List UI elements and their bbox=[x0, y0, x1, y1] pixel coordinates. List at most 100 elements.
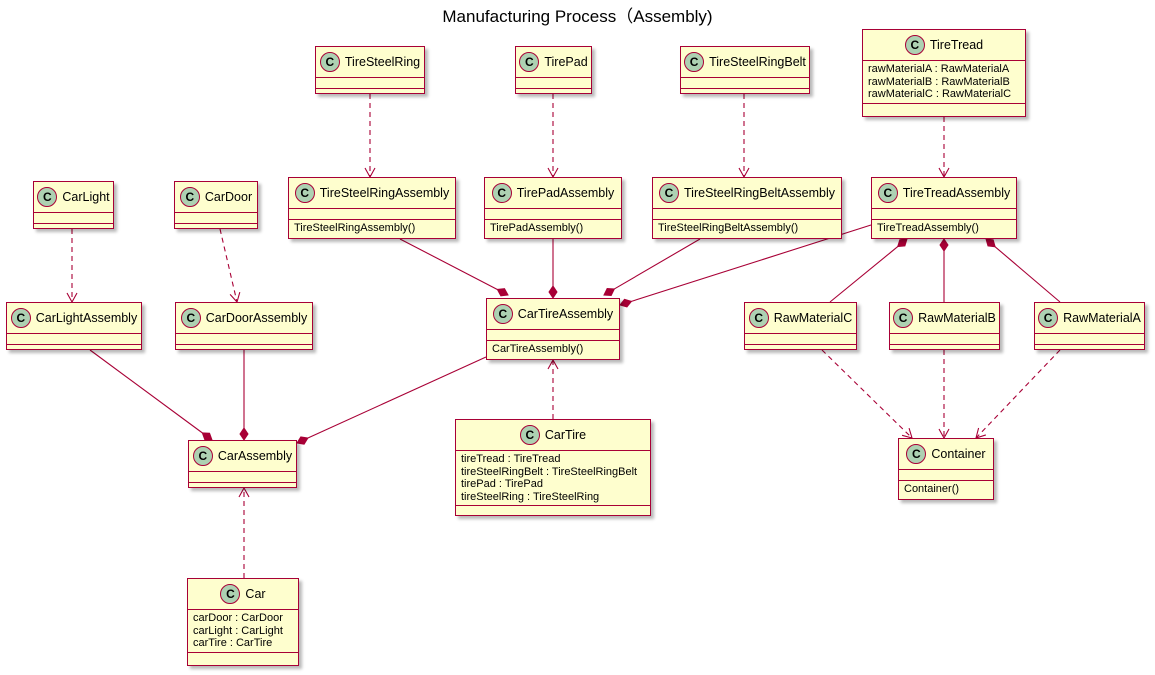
class-fields bbox=[485, 209, 621, 220]
diagram-title: Manufacturing Process（Assembly) bbox=[442, 7, 713, 26]
class-car-light: C CarLight bbox=[33, 181, 114, 229]
class-name: RawMaterialC bbox=[773, 311, 853, 325]
class-fields bbox=[175, 213, 257, 224]
class-header: C CarLightAssembly bbox=[7, 303, 141, 334]
class-methods: TireSteelRingBeltAssembly() bbox=[653, 220, 841, 237]
composition-diamond bbox=[201, 432, 213, 441]
class-methods: Container() bbox=[899, 481, 993, 498]
class-methods bbox=[516, 89, 591, 99]
field-line: rawMaterialC : RawMaterialC bbox=[868, 88, 1012, 100]
class-c-icon: C bbox=[294, 183, 315, 203]
raw-material-c-to-container-dependency bbox=[821, 349, 913, 439]
dependency-arrowhead bbox=[238, 486, 250, 498]
class-c-icon: C bbox=[1038, 308, 1059, 328]
composition-diamond bbox=[897, 238, 908, 248]
car-light-to-car-light-assembly-dependency bbox=[66, 229, 78, 304]
class-methods: TireSteelRingAssembly() bbox=[289, 220, 455, 237]
class-fields bbox=[899, 470, 993, 481]
class-c-icon: C bbox=[10, 308, 31, 328]
class-methods bbox=[188, 653, 298, 663]
class-fields bbox=[176, 334, 312, 345]
relation-line bbox=[975, 349, 1061, 439]
composition-diamond bbox=[985, 238, 996, 248]
field-line: carDoor : CarDoor bbox=[193, 612, 283, 624]
class-fields bbox=[316, 78, 424, 89]
class-methods bbox=[890, 345, 999, 355]
class-methods bbox=[1035, 345, 1144, 355]
class-c-icon: C bbox=[491, 183, 512, 203]
method-line: TireTreadAssembly() bbox=[877, 222, 979, 234]
tire-steel-ring-to-tire-steel-ring-assembly-dependency bbox=[364, 94, 376, 179]
car-door-assembly-to-car-assembly-composition bbox=[239, 350, 249, 441]
raw-material-c-to-tire-tread-assembly-composition bbox=[829, 238, 908, 303]
class-fields bbox=[289, 209, 455, 220]
class-name: RawMaterialB bbox=[918, 311, 996, 325]
composition-diamond bbox=[603, 288, 616, 296]
class-fields bbox=[745, 334, 856, 345]
method-line: TireSteelRingAssembly() bbox=[294, 222, 416, 234]
composition-diamond bbox=[619, 298, 633, 308]
class-methods bbox=[176, 345, 312, 355]
class-c-icon: C bbox=[492, 304, 513, 324]
class-methods: TirePadAssembly() bbox=[485, 220, 621, 237]
raw-material-a-to-container-dependency bbox=[975, 349, 1061, 439]
field-line: tireSteelRingBelt : TireSteelRingBelt bbox=[461, 465, 638, 478]
tire-steel-ring-belt-to-tire-steel-ring-belt-assembly-dependency bbox=[738, 94, 750, 179]
composition-diamond bbox=[548, 285, 558, 299]
relation-line bbox=[219, 228, 238, 303]
method-line: CarTireAssembly() bbox=[492, 343, 584, 355]
method-line: TirePadAssembly() bbox=[490, 222, 584, 234]
class-methods bbox=[175, 224, 257, 234]
raw-material-a-to-tire-tread-assembly-composition bbox=[985, 238, 1061, 303]
class-name: CarLight bbox=[62, 190, 110, 204]
class-c-icon: C bbox=[684, 52, 705, 72]
car-light-assembly-to-car-assembly-composition bbox=[89, 349, 213, 441]
class-c-icon: C bbox=[659, 183, 679, 203]
class-name: TireSteelRing bbox=[344, 55, 421, 69]
method-line: Container() bbox=[904, 483, 960, 495]
class-c-icon: C bbox=[877, 183, 898, 203]
method-line: TireSteelRingBeltAssembly() bbox=[658, 222, 799, 234]
relation-line bbox=[829, 246, 899, 303]
class-methods bbox=[316, 89, 424, 99]
class-fields bbox=[872, 209, 1016, 220]
class-c-icon: C bbox=[220, 584, 241, 604]
car-to-car-assembly-dependency bbox=[238, 486, 250, 578]
class-name: TirePad bbox=[544, 55, 588, 69]
class-name: CarLightAssembly bbox=[35, 311, 138, 325]
car-door-to-car-door-assembly-dependency bbox=[219, 228, 241, 304]
class-methods: TireTreadAssembly() bbox=[872, 220, 1016, 237]
class-fields bbox=[681, 78, 809, 89]
dependency-arrowhead bbox=[547, 358, 559, 370]
class-c-icon: C bbox=[37, 187, 58, 207]
class-c-icon: C bbox=[180, 308, 201, 328]
class-header: C Car bbox=[188, 579, 298, 610]
class-name: Container bbox=[931, 447, 986, 461]
car-tire-assembly-to-car-assembly-composition bbox=[296, 356, 487, 445]
class-methods bbox=[745, 345, 856, 355]
class-fields bbox=[890, 334, 999, 345]
class-name: Car bbox=[245, 587, 266, 601]
